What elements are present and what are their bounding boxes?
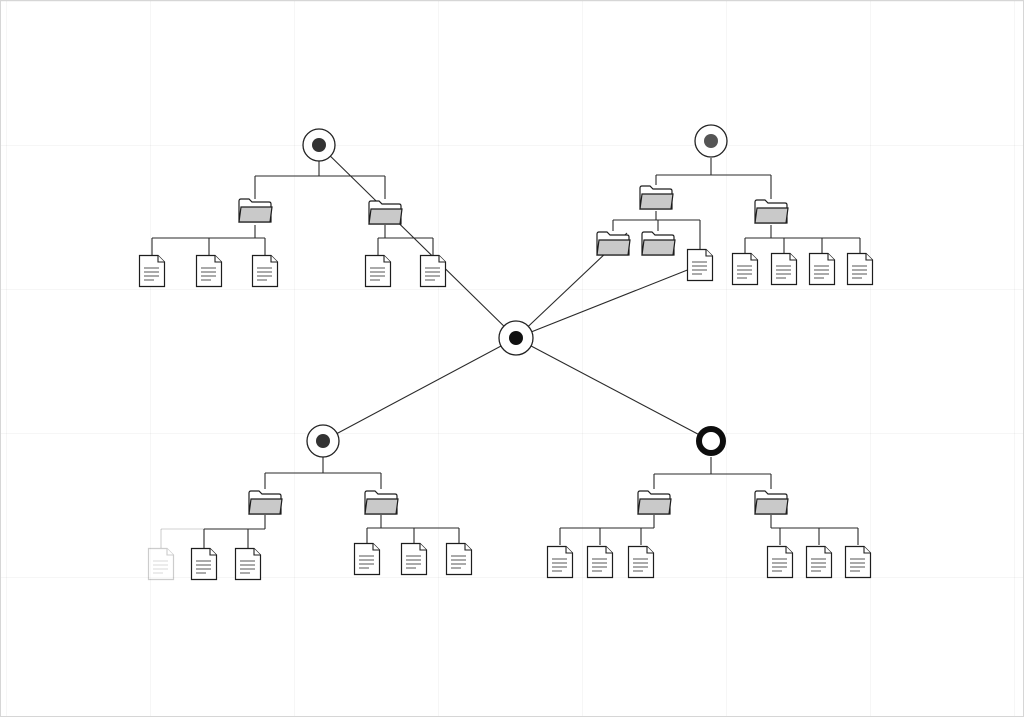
document-icon[interactable] bbox=[190, 547, 218, 581]
link-top-left bbox=[318, 144, 517, 339]
document-icon[interactable] bbox=[546, 545, 574, 579]
document-icon[interactable] bbox=[586, 545, 614, 579]
folder-icon[interactable] bbox=[364, 490, 399, 515]
top-right-root-branch bbox=[655, 158, 772, 199]
document-icon[interactable] bbox=[846, 252, 874, 286]
bottom-left-folder1-branch bbox=[203, 515, 266, 548]
folder-icon[interactable] bbox=[641, 231, 676, 256]
top-right-folder2-branch bbox=[744, 225, 861, 253]
document-icon[interactable] bbox=[844, 545, 872, 579]
link-top-right-file bbox=[515, 264, 701, 339]
folder-icon[interactable] bbox=[248, 490, 283, 515]
document-icon[interactable] bbox=[445, 542, 473, 576]
top-left-root-branch bbox=[254, 161, 386, 199]
document-icon[interactable] bbox=[147, 547, 175, 581]
link-bottom-right bbox=[515, 337, 712, 442]
bottom-right-root-branch bbox=[653, 457, 772, 489]
document-icon[interactable] bbox=[627, 545, 655, 579]
folder-icon[interactable] bbox=[754, 490, 789, 515]
link-bottom-left bbox=[322, 337, 517, 442]
bottom-right-folder1-branch bbox=[559, 515, 655, 545]
central-hub-icon[interactable] bbox=[498, 320, 534, 356]
folder-icon[interactable] bbox=[637, 490, 672, 515]
top-left-folder1-branch bbox=[151, 225, 266, 257]
folder-icon[interactable] bbox=[368, 200, 403, 225]
document-icon[interactable] bbox=[364, 254, 392, 288]
top-right-folder1-branch bbox=[612, 211, 701, 251]
folder-icon[interactable] bbox=[596, 231, 631, 256]
document-icon[interactable] bbox=[138, 254, 166, 288]
document-icon[interactable] bbox=[766, 545, 794, 579]
root-node-icon[interactable] bbox=[694, 124, 728, 158]
root-node-icon[interactable] bbox=[302, 128, 336, 162]
root-node-icon[interactable] bbox=[696, 426, 726, 456]
document-icon[interactable] bbox=[251, 254, 279, 288]
document-icon[interactable] bbox=[419, 254, 447, 288]
folder-icon[interactable] bbox=[639, 185, 674, 210]
document-icon[interactable] bbox=[805, 545, 833, 579]
root-node-icon[interactable] bbox=[306, 424, 340, 458]
document-icon[interactable] bbox=[770, 252, 798, 286]
document-icon[interactable] bbox=[353, 542, 381, 576]
document-icon[interactable] bbox=[195, 254, 223, 288]
document-icon[interactable] bbox=[686, 248, 714, 282]
document-icon[interactable] bbox=[808, 252, 836, 286]
icon-layer bbox=[138, 124, 874, 581]
bottom-right-folder2-branch bbox=[770, 515, 859, 545]
connector-layer bbox=[151, 144, 861, 548]
folder-icon[interactable] bbox=[238, 198, 273, 223]
document-icon[interactable] bbox=[731, 252, 759, 286]
top-left-folder2-branch bbox=[377, 225, 434, 257]
bottom-left-root-branch bbox=[264, 457, 382, 489]
folder-icon[interactable] bbox=[754, 199, 789, 224]
bottom-left-folder2-branch bbox=[366, 515, 460, 543]
document-icon[interactable] bbox=[400, 542, 428, 576]
document-icon[interactable] bbox=[234, 547, 262, 581]
